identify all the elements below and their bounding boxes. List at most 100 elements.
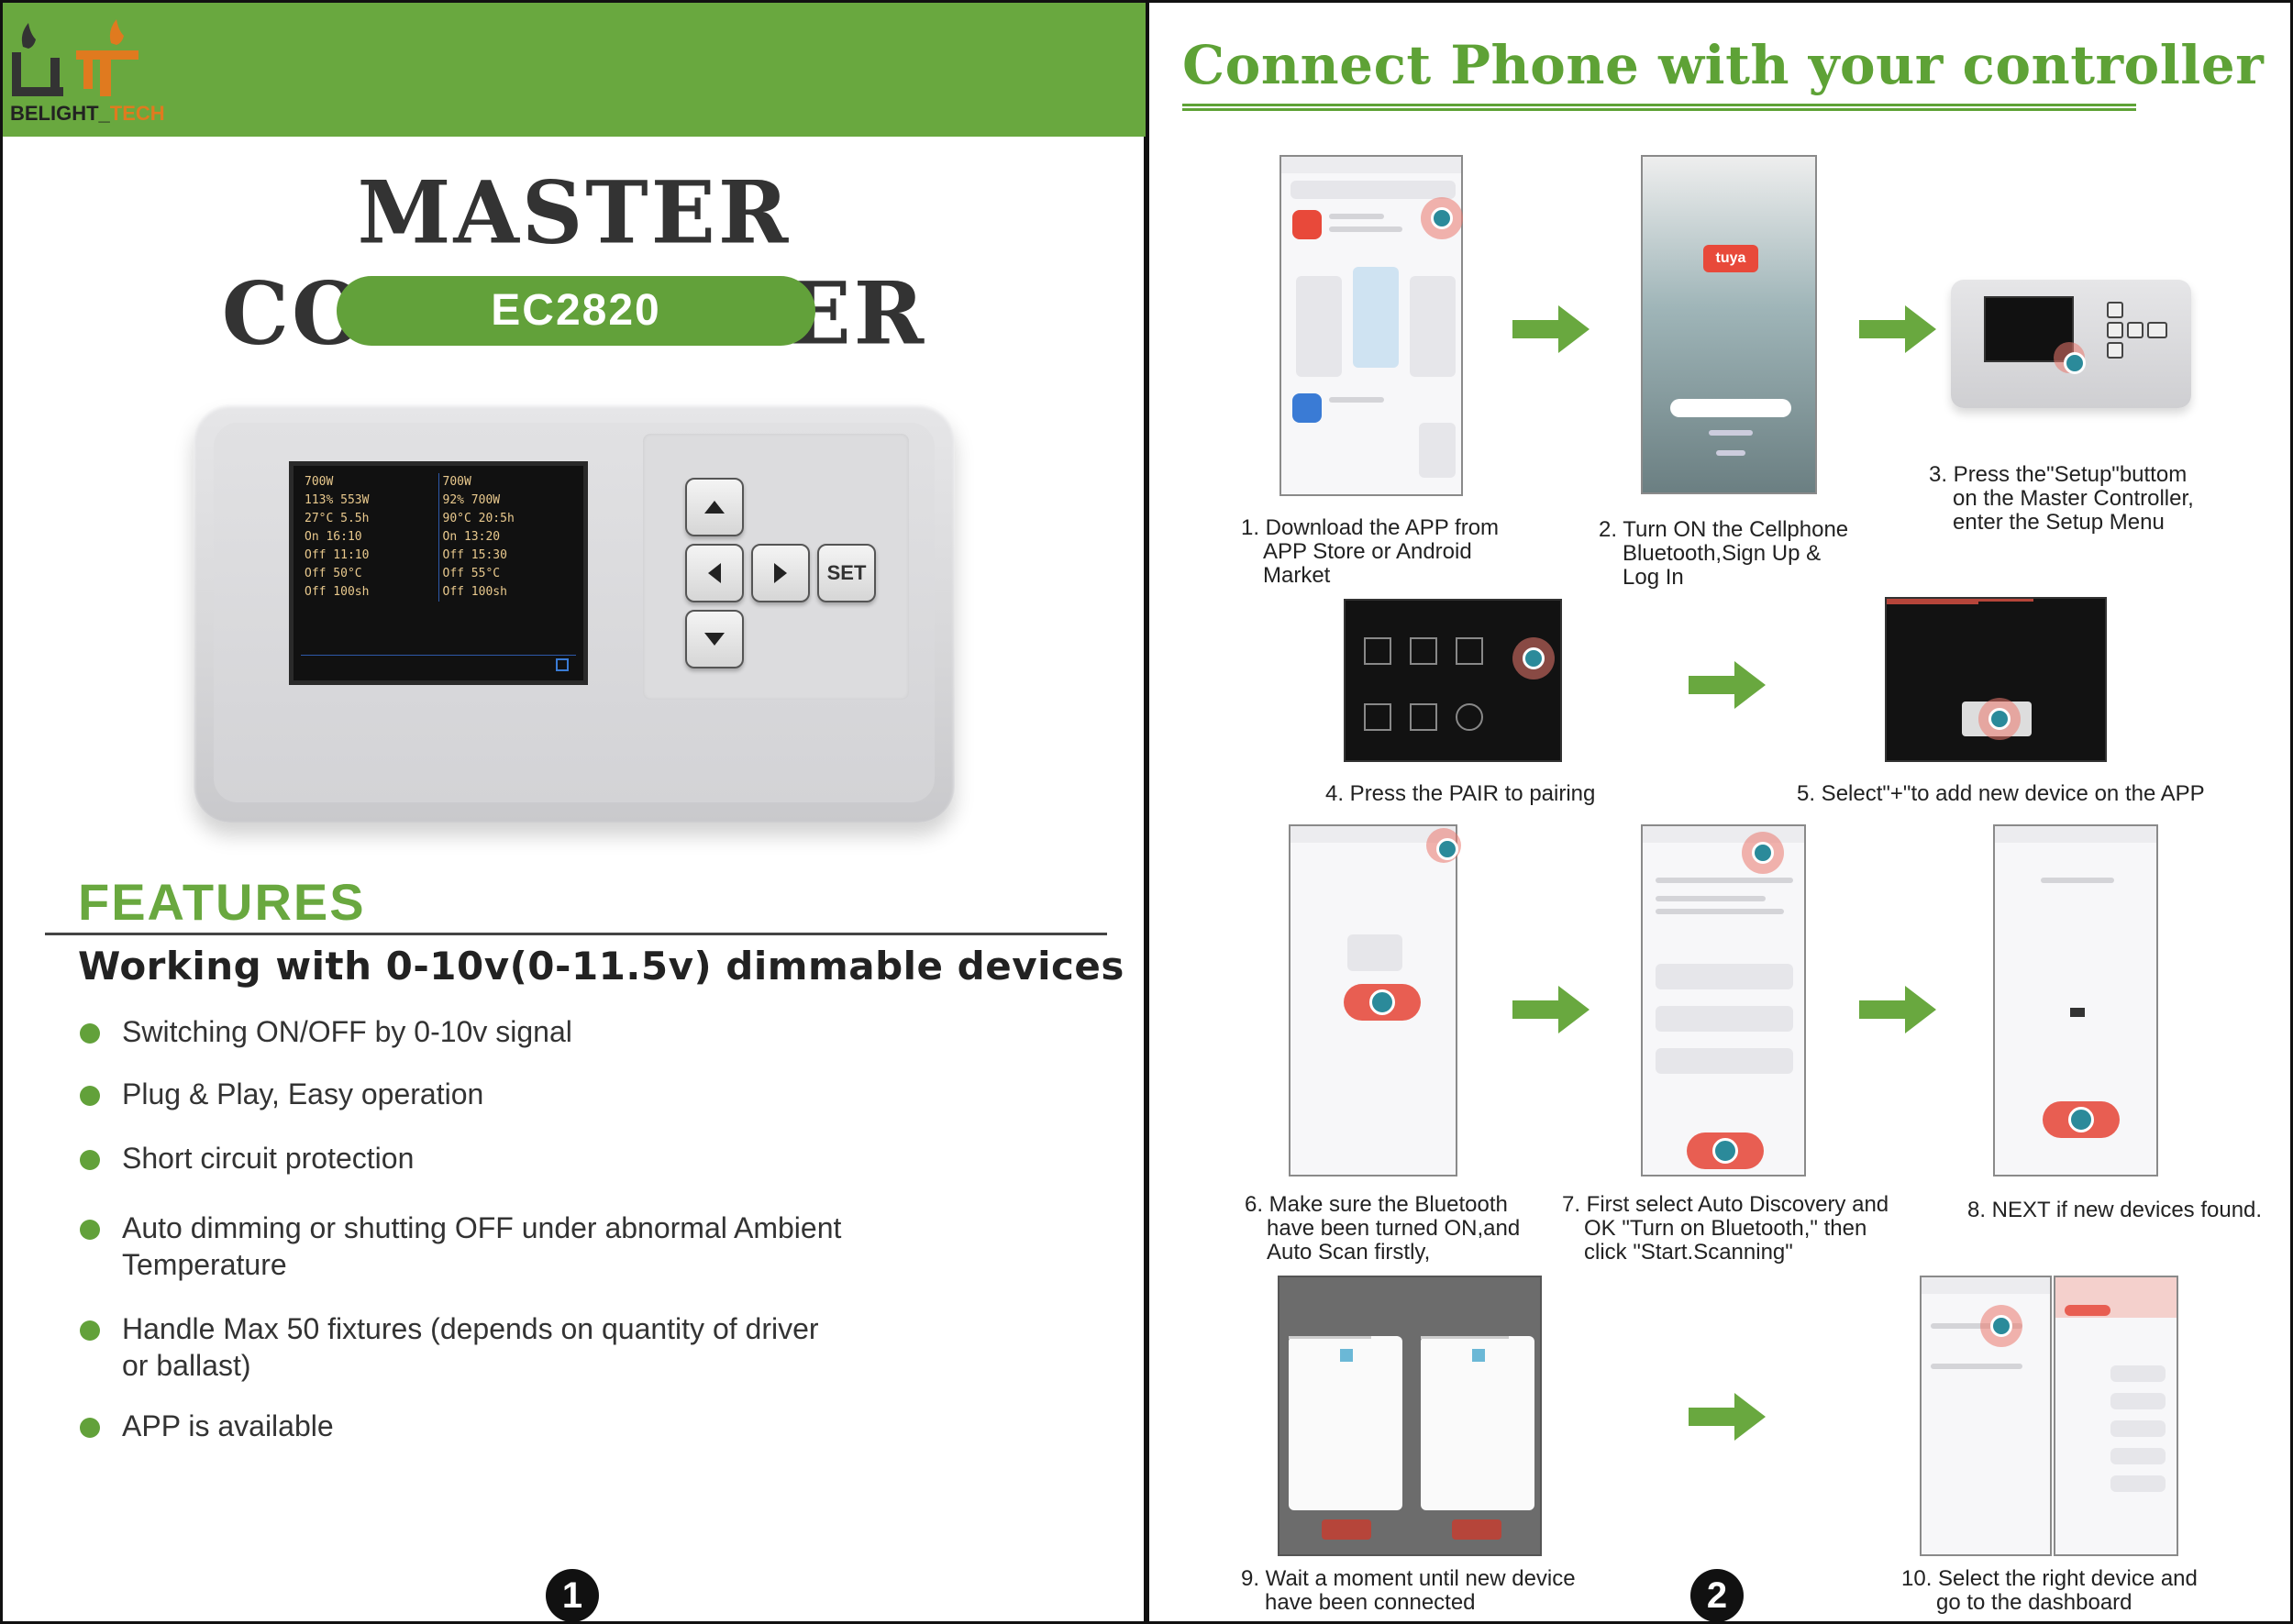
tap-indicator-icon	[1978, 698, 2021, 740]
tap-indicator-icon	[1426, 828, 1461, 863]
step4-app-screenshot	[1344, 599, 1562, 762]
step7-phone-screenshot	[1641, 824, 1806, 1177]
dashboard-screenshot	[2054, 1276, 2178, 1556]
menu-icon	[1410, 637, 1437, 665]
arrow-right-icon	[1512, 986, 1590, 1033]
text-line	[1716, 450, 1745, 456]
screen-cell: Off 15:30	[442, 548, 507, 562]
menu-icon	[1456, 703, 1483, 731]
features-divider	[45, 933, 1107, 935]
menu-icon	[1364, 703, 1391, 731]
text-line	[1887, 602, 1978, 604]
right-page: Connect Phone with your controller tuya	[1146, 0, 2293, 1624]
empty-state-image	[1347, 934, 1402, 971]
screen-cell: On 13:20	[442, 530, 501, 544]
brand-name: BELIGHT_TECH	[10, 102, 165, 125]
arrow-right-icon	[1512, 305, 1590, 353]
page-number: 2	[1690, 1569, 1744, 1622]
app-preview	[1296, 276, 1342, 377]
bullet-icon	[80, 1220, 100, 1240]
features-subheading: Working with 0-10v(0-11.5v) dimmable dev…	[78, 944, 1124, 989]
screen-cell: Off 50°C	[301, 565, 439, 583]
title-underline	[1182, 104, 2136, 111]
down-key	[685, 610, 744, 668]
screen-cell: 700W	[301, 473, 439, 492]
text-line	[1329, 214, 1384, 219]
device-icon	[2070, 1008, 2085, 1017]
bluetooth-icon	[1340, 1349, 1353, 1362]
setting-field	[2110, 1393, 2166, 1409]
left-key	[2107, 322, 2123, 338]
screen-cell: Off 100sh	[301, 583, 439, 602]
triangle-up-icon	[704, 501, 725, 514]
instructions-title: Connect Phone with your controller	[1182, 34, 2265, 96]
features-heading: FEATURES	[78, 873, 366, 931]
bluetooth-icon	[1472, 1349, 1485, 1362]
search-bar	[1291, 181, 1456, 199]
bluetooth-field	[1656, 1048, 1793, 1074]
model-badge: EC2820	[337, 276, 815, 346]
up-key	[685, 478, 744, 536]
status-bar	[1922, 1277, 2050, 1294]
done-button	[1322, 1519, 1371, 1540]
text-line	[1656, 909, 1784, 914]
text-line	[1421, 1336, 1509, 1339]
screen-cell: 700W	[442, 475, 471, 489]
setting-field	[2110, 1420, 2166, 1437]
login-button	[1670, 399, 1791, 417]
text-line	[2041, 878, 2114, 883]
step2-phone-screenshot: tuya	[1641, 155, 1817, 494]
arrow-right-icon	[1859, 986, 1936, 1033]
page-number: 1	[546, 1569, 599, 1622]
tuya-app-icon	[1292, 210, 1322, 239]
smart-life-app-icon	[1292, 393, 1322, 423]
status-bar	[1281, 157, 1461, 173]
feature-text: Plug & Play, Easy operation	[122, 1077, 484, 1110]
tap-indicator-icon	[2043, 1101, 2120, 1138]
triangle-down-icon	[704, 633, 725, 646]
bluetooth-status-icon	[556, 658, 569, 671]
set-key: SET	[817, 544, 876, 602]
tap-indicator-icon	[1980, 1305, 2022, 1347]
tuya-logo: tuya	[1703, 245, 1758, 272]
text-line	[1656, 896, 1766, 901]
bullet-icon	[80, 1320, 100, 1341]
text-line	[1656, 878, 1793, 883]
setting-field	[2110, 1475, 2166, 1492]
screen-cell: 90°C 20:5h	[442, 512, 515, 525]
enable-wifi-field	[1656, 1006, 1793, 1032]
bullet-icon	[80, 1023, 100, 1044]
app-preview	[1353, 267, 1399, 368]
auto-discovery-field	[1656, 964, 1793, 989]
tap-indicator-icon	[1687, 1132, 1764, 1169]
status-bar	[1291, 826, 1456, 843]
triangle-left-icon	[708, 563, 721, 583]
tab-active	[2065, 1305, 2110, 1316]
screen-cell: Off 100sh	[442, 585, 507, 599]
screen-cell: 27°C 5.5h	[301, 510, 439, 528]
step9-app-screenshot	[1278, 1276, 1542, 1556]
signup-link	[1709, 430, 1753, 436]
app-preview	[1410, 276, 1456, 377]
menu-icon	[1410, 703, 1437, 731]
down-key	[2107, 342, 2123, 359]
up-key	[2107, 302, 2123, 318]
app-preview	[1419, 423, 1456, 478]
text-line	[1931, 1323, 2022, 1329]
right-key	[751, 544, 810, 602]
bullet-icon	[80, 1418, 100, 1438]
feature-text: Short circuit protection	[122, 1142, 415, 1175]
status-bar	[1995, 826, 2156, 843]
menu-icon	[1364, 637, 1391, 665]
